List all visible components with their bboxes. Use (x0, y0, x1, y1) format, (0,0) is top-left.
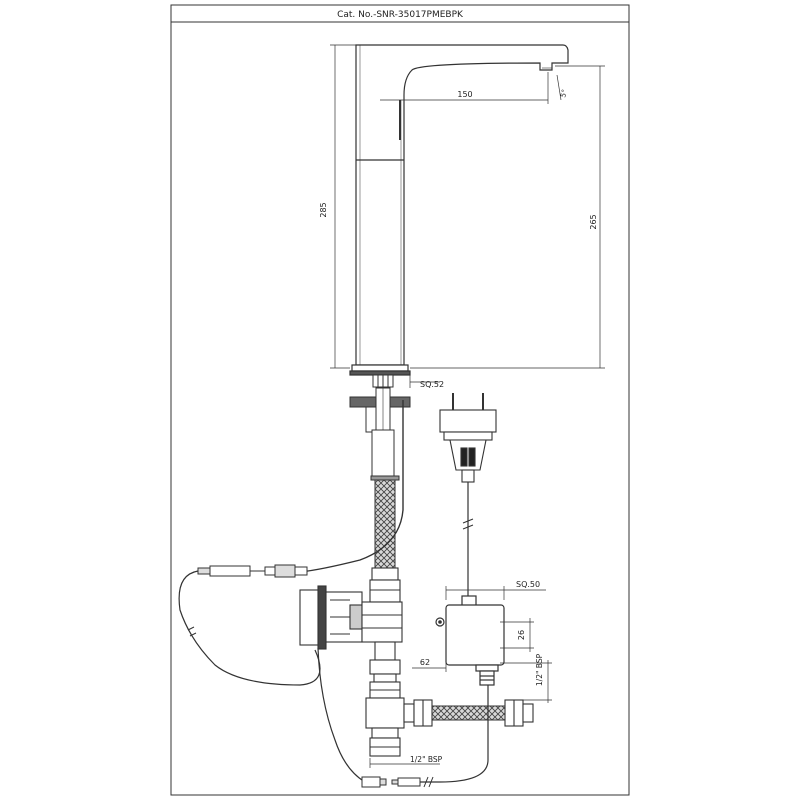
dim-inlet-thread-vertical: 1/2" BSP (535, 653, 544, 686)
looped-cable (178, 570, 321, 686)
dim-outlet-height: 265 (589, 214, 598, 229)
dim-control-box-offset: 62 (420, 658, 430, 667)
cable-break-mark (187, 626, 197, 637)
cord-break-mark (462, 518, 474, 530)
dim-base-square: SQ.52 (420, 380, 444, 389)
control-box (435, 595, 505, 686)
valve-cable (317, 647, 366, 783)
inlet-fittings-vertical (361, 567, 405, 757)
sensor-cable (299, 400, 404, 573)
jack-connector (197, 564, 308, 578)
power-plug (439, 393, 497, 483)
braided-hose-horizontal (431, 705, 506, 721)
dim-control-box-height: 26 (517, 630, 526, 640)
cable-connector-bottom (361, 776, 421, 788)
mounting-shank (349, 374, 411, 481)
power-cable-bottom (420, 668, 489, 783)
solenoid-valve (299, 585, 363, 650)
drawing-frame (170, 4, 630, 796)
hose-clips (370, 475, 400, 481)
inlet-fittings-horizontal (403, 699, 534, 727)
faucet-body (355, 44, 569, 366)
dim-total-height: 285 (319, 202, 328, 217)
cable-break-mark-bottom (423, 776, 434, 788)
catalog-number: Cat. No.-SNR-35017PMEBPK (337, 10, 464, 20)
dim-spout-reach: 150 (457, 90, 472, 99)
braided-hose-vertical (374, 477, 396, 569)
dim-control-box-square: SQ.50 (516, 580, 540, 589)
dim-spout-angle: 5° (559, 89, 569, 99)
dimension-lines (330, 44, 605, 768)
base-plate (349, 364, 411, 376)
dim-inlet-thread-horizontal: 1/2" BSP (410, 755, 443, 764)
